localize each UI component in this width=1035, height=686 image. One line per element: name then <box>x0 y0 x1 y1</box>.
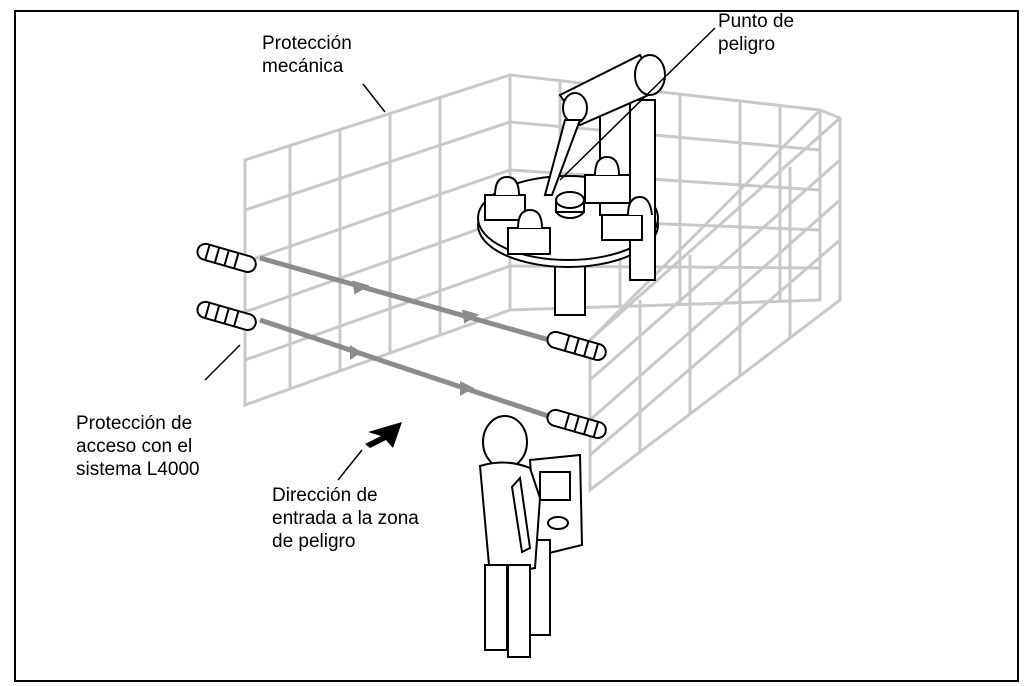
beam-arrow-upper-1 <box>352 280 370 295</box>
entry-direction-arrow <box>365 422 402 448</box>
label-access-protection: Protección de acceso con el sistema L400… <box>76 413 200 480</box>
mechanical-fence <box>243 72 842 494</box>
label-entry-direction: Dirección de entrada a la zona de peligr… <box>272 485 419 552</box>
sensor-receiver-upper <box>546 330 607 362</box>
light-beams <box>259 255 561 423</box>
beam-arrow-upper-2 <box>462 309 480 324</box>
operator-figure <box>478 415 584 658</box>
beam-arrow-lower-1 <box>350 345 362 360</box>
sensor-emitter-lower <box>196 300 257 332</box>
robot <box>477 53 666 316</box>
beam-arrow-lower-2 <box>460 381 474 396</box>
sensor-receiver-lower <box>546 408 607 440</box>
label-mechanical-protection: Protección mecánica <box>262 33 352 77</box>
label-danger-point: Punto de peligro <box>718 11 795 55</box>
leader-lines <box>204 27 716 481</box>
sensor-emitter-upper <box>196 242 257 274</box>
l4000-sensors <box>196 242 607 440</box>
